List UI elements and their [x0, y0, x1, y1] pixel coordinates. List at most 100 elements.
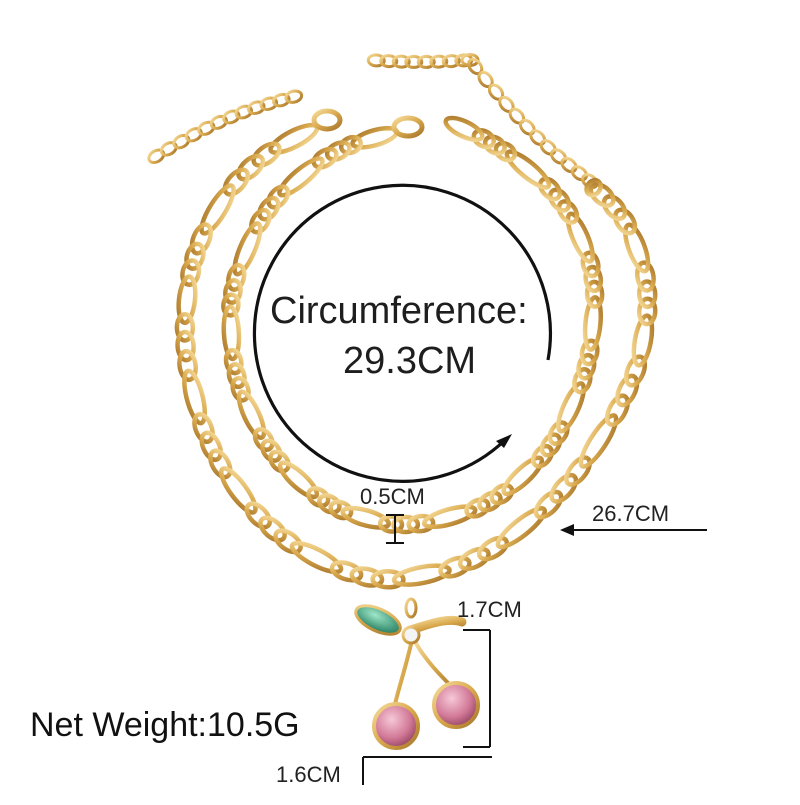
circumference-value: 29.3CM	[343, 340, 477, 382]
extension-link	[570, 165, 589, 182]
chain-link	[258, 515, 287, 543]
chain-link	[489, 482, 515, 506]
chain-link	[230, 375, 251, 403]
chain-link	[565, 211, 595, 264]
chain-link	[504, 149, 552, 190]
chain-link	[329, 560, 364, 583]
pendant-width-bracket	[362, 756, 492, 785]
chain-link	[556, 381, 586, 434]
chain-link	[530, 443, 554, 469]
chain-link	[493, 141, 518, 163]
extension-link	[529, 129, 547, 146]
chain-link	[324, 140, 352, 162]
chain-link	[244, 501, 273, 530]
chain-width-marker	[386, 514, 404, 544]
chain-link	[311, 146, 339, 170]
chain-link	[457, 546, 491, 571]
chain-link	[277, 460, 320, 500]
chain-link	[549, 472, 579, 504]
chain-link	[208, 448, 233, 480]
chain-link	[268, 449, 291, 474]
chain-link	[391, 563, 452, 587]
extension-link	[441, 54, 461, 69]
chain-link	[588, 182, 616, 208]
extension-link	[518, 118, 536, 136]
chain-link	[579, 338, 600, 367]
chain-link	[192, 411, 215, 445]
chain-link	[177, 348, 199, 383]
chain-link	[260, 438, 283, 463]
chain-link	[226, 362, 247, 390]
extension-link	[246, 100, 266, 115]
extension-chain-inner	[366, 53, 599, 190]
chain-link	[547, 420, 570, 446]
chain-link	[317, 493, 342, 515]
chain-link	[406, 513, 436, 534]
chain-link	[584, 279, 605, 309]
length-arrow	[560, 524, 707, 536]
extension-link	[549, 148, 568, 165]
chain-link	[539, 432, 563, 458]
outer-figaro-chain	[174, 122, 658, 590]
chain-link	[501, 455, 545, 497]
chain-link	[222, 167, 251, 197]
cherry-pendant	[354, 597, 480, 750]
chain-link	[251, 141, 282, 168]
extension-link	[197, 120, 216, 136]
chain-link	[226, 262, 247, 292]
extension-link	[259, 96, 279, 111]
chain-link	[223, 347, 244, 376]
chain-link	[636, 296, 658, 327]
chain-link	[623, 222, 651, 274]
chain-link	[615, 373, 640, 408]
chain-link	[252, 427, 275, 452]
chain-link	[176, 274, 198, 326]
chain-link	[199, 183, 236, 236]
extension-link	[416, 54, 436, 69]
extension-chain-outer	[147, 89, 304, 165]
chain-link	[232, 221, 263, 277]
circumference-arrow	[252, 183, 552, 483]
chain-link	[604, 393, 630, 427]
chain-link	[471, 128, 497, 150]
chain-link	[578, 413, 619, 469]
chain-link	[631, 313, 655, 368]
chain-link	[277, 156, 325, 198]
chain-link	[221, 304, 242, 362]
extension-link	[209, 114, 228, 130]
chain-link	[328, 499, 354, 521]
chain-link	[533, 489, 564, 520]
chain-link	[221, 292, 241, 318]
pendant-width-label: 1.6CM	[276, 762, 341, 787]
chain-link	[223, 278, 243, 305]
extension-link	[391, 54, 411, 69]
chain-link	[391, 514, 421, 535]
extension-link	[271, 92, 291, 108]
extension-link	[184, 127, 203, 143]
chain-link	[476, 535, 510, 562]
chain-link	[572, 367, 593, 395]
extension-link	[147, 148, 166, 165]
chain-link	[583, 264, 604, 294]
chain-link	[634, 260, 656, 293]
lobster-clasp-inner	[391, 115, 425, 139]
chain-link	[349, 566, 385, 588]
extension-link	[498, 95, 515, 113]
chain-link	[601, 194, 628, 221]
chain-link	[268, 122, 320, 155]
chain-link	[438, 555, 472, 579]
extension-link	[508, 107, 526, 125]
chain-link	[537, 176, 563, 202]
chain-link	[289, 540, 344, 575]
chain-link	[636, 279, 658, 310]
extension-link	[539, 139, 557, 156]
chain-link	[623, 354, 648, 388]
extension-link	[234, 104, 253, 120]
extension-link	[159, 141, 178, 157]
chain-link	[495, 506, 548, 550]
chain-link	[180, 258, 202, 287]
extension-link	[379, 54, 399, 69]
chain-link	[613, 207, 638, 236]
chain-link	[580, 250, 601, 279]
chain-link	[257, 195, 281, 222]
